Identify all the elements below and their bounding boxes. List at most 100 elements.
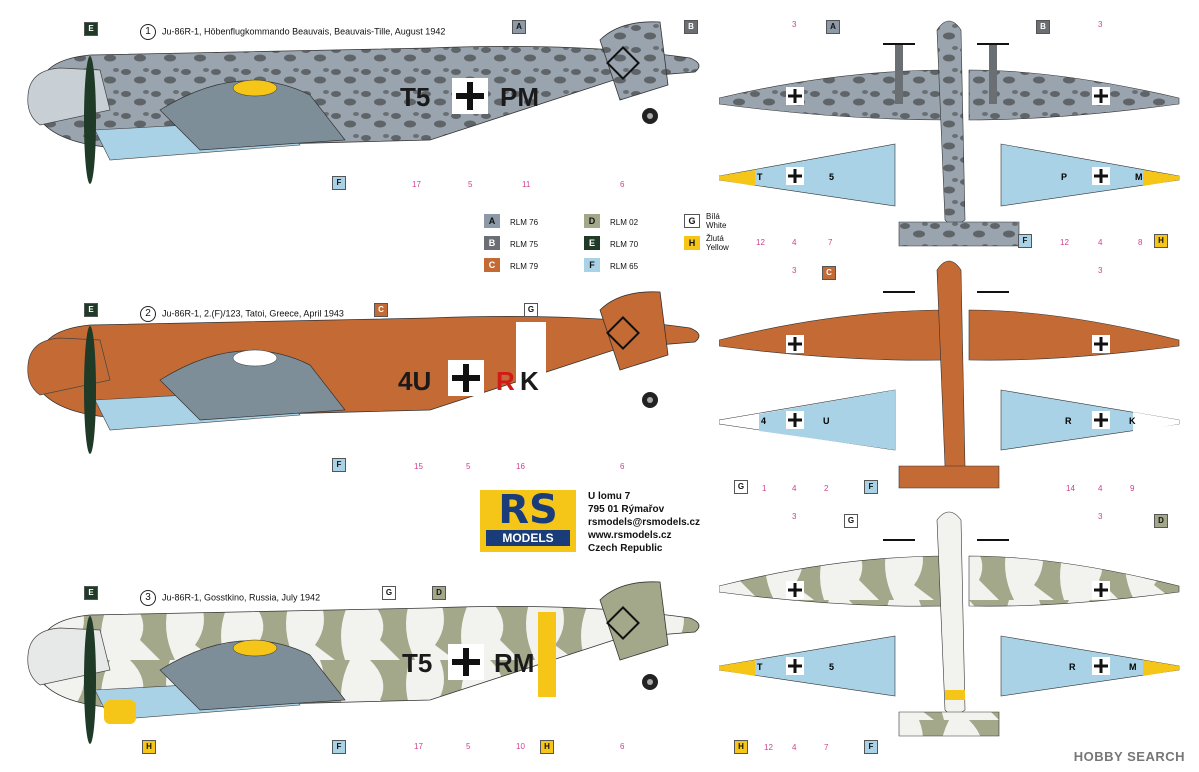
u3-callout-4: 4: [792, 743, 797, 752]
u2-callout-1: 1: [762, 484, 767, 493]
legend-swatch-a: A: [484, 214, 500, 228]
legend-label-b: RLM 75: [510, 240, 539, 249]
logo-models: MODELS: [486, 530, 570, 546]
t3-callout-3-left: 3: [792, 512, 797, 521]
s2-code-left: 4U: [398, 366, 431, 396]
t2-callout-3-right: 3: [1098, 266, 1103, 275]
legend-swatch-f: F: [584, 258, 600, 272]
s3-label-h-nacelle: H: [142, 740, 156, 754]
u1-callout-4-right: 4: [1098, 238, 1103, 247]
t3-label-d: D: [1154, 514, 1168, 528]
u2-callout-4-right: 4: [1098, 484, 1103, 493]
u2-callout-9: 9: [1130, 484, 1135, 493]
legend-swatch-b: B: [484, 236, 500, 250]
s2-label-c: C: [374, 303, 388, 317]
u2-callout-14: 14: [1066, 484, 1075, 493]
rs-models-logo: RS MODELS: [480, 490, 576, 552]
s2-code-red: R: [496, 366, 515, 396]
s1-callout-17: 17: [412, 180, 421, 189]
u1-callout-12-right: 12: [1060, 238, 1069, 247]
s3-callout-10: 10: [516, 742, 525, 751]
u1-right-letter-2: M: [1135, 172, 1143, 182]
u1-right-letter-1: P: [1061, 172, 1067, 182]
t3-callout-3-right: 3: [1098, 512, 1103, 521]
scheme-1-side-view: T5 PM: [27, 21, 700, 184]
s1-callout-11: 11: [522, 180, 531, 189]
t2-label-c: C: [822, 266, 836, 280]
s2-callout-15: 15: [414, 462, 423, 471]
u1-callout-4: 4: [792, 238, 797, 247]
legend-label-e: RLM 70: [610, 240, 639, 249]
company-address: U lomu 7 795 01 Rýmařov rsmodels@rsmodel…: [588, 491, 701, 554]
s1-callout-5: 5: [468, 180, 473, 189]
legend-label-f: RLM 65: [610, 262, 639, 271]
s3-code-right: RM: [494, 648, 534, 678]
u1-label-h: H: [1154, 234, 1168, 248]
side-views: T5 PM 4U R K T5 RM: [27, 21, 700, 744]
t1-callout-3-right: 3: [1098, 20, 1103, 29]
u3-label-f: F: [864, 740, 878, 754]
u2-label-f: F: [864, 480, 878, 494]
s2-code-right: K: [520, 366, 539, 396]
s1-callout-6: 6: [620, 180, 625, 189]
s1-label-b: B: [684, 20, 698, 34]
legend-swatch-e: E: [584, 236, 600, 250]
under-view-2: 4 U R K: [719, 389, 1180, 451]
u3-left-letter-2: 5: [829, 662, 834, 672]
u1-callout-7: 7: [828, 238, 833, 247]
top-view-2: [719, 260, 1180, 489]
top-view-1: [719, 20, 1180, 247]
s2-callout-5: 5: [466, 462, 471, 471]
s3-callout-17: 17: [414, 742, 423, 751]
logo-rs: RS: [498, 487, 558, 533]
s2-label-f: F: [332, 458, 346, 472]
u2-left-letter-1: 4: [761, 416, 766, 426]
s1-label-e: E: [84, 22, 98, 36]
scheme-3-number: 3: [140, 590, 156, 606]
t1-callout-3-left: 3: [792, 20, 797, 29]
t2-callout-3-left: 3: [792, 266, 797, 275]
s2-label-e: E: [84, 303, 98, 317]
email-link[interactable]: rsmodels@rsmodels.cz: [588, 517, 701, 528]
s3-code-left: T5: [402, 648, 432, 678]
t1-label-a: A: [826, 20, 840, 34]
hobby-search-watermark: HOBBY SEARCH: [1073, 749, 1185, 764]
legend-swatch-h: H: [684, 236, 700, 250]
legend-label-d: RLM 02: [610, 218, 639, 227]
t3-label-g: G: [844, 514, 858, 528]
legend-label-c: RLM 79: [510, 262, 539, 271]
u1-label-f: F: [1018, 234, 1032, 248]
u2-right-letter-2: K: [1129, 416, 1136, 426]
u3-right-letter-2: M: [1129, 662, 1137, 672]
under-view-1: T 5 P M: [719, 143, 1180, 207]
plan-views: T 5 P M 4 U R K: [719, 20, 1180, 737]
s2-callout-16: 16: [516, 462, 525, 471]
scheme-3-side-view: T5 RM: [27, 581, 700, 744]
u2-callout-2: 2: [824, 484, 829, 493]
u3-left-letter-1: T: [757, 662, 763, 672]
u2-label-g: G: [734, 480, 748, 494]
s3-label-h-band: H: [540, 740, 554, 754]
legend-swatch-g: G: [684, 214, 700, 228]
website-link[interactable]: www.rsmodels.cz: [588, 530, 672, 541]
u1-left-letter-1: T: [757, 172, 763, 182]
s1-code-right: PM: [500, 82, 539, 112]
u1-callout-8: 8: [1138, 238, 1143, 247]
s3-callout-6: 6: [620, 742, 625, 751]
legend-label-a: RLM 76: [510, 218, 539, 227]
s3-label-f: F: [332, 740, 346, 754]
u2-right-letter-1: R: [1065, 416, 1072, 426]
s1-label-f: F: [332, 176, 346, 190]
s2-label-g: G: [524, 303, 538, 317]
u3-right-letter-1: R: [1069, 662, 1076, 672]
u3-callout-12: 12: [764, 743, 773, 752]
u2-left-letter-2: U: [823, 416, 830, 426]
u1-callout-12: 12: [756, 238, 765, 247]
u1-left-letter-2: 5: [829, 172, 834, 182]
s3-label-d: D: [432, 586, 446, 600]
